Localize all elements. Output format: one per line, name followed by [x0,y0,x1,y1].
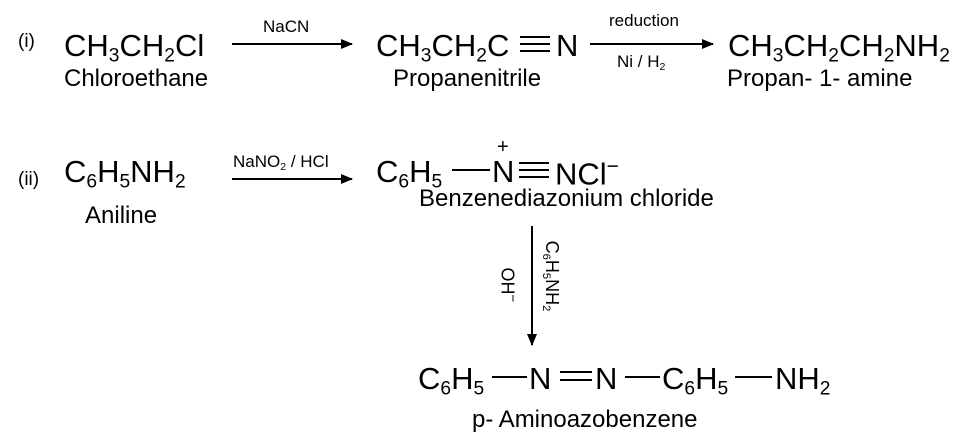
positive-charge: + [497,136,509,158]
diazonium-c6h5: C6H5 [376,154,443,193]
propan-1-amine-formula: CH3CH2CH2NH2 [728,28,950,67]
reagent-nacn: NaCN [263,17,310,36]
azo-nh2: NH2 [775,361,831,400]
reaction-i-index: (i) [18,31,35,52]
reagent-nano2-hcl: NaNO2 / HCl [233,152,329,173]
condition-reduction: reduction [609,11,679,30]
azo-c6h5-left: C6H5 [418,361,485,400]
chloroethane-name: Chloroethane [64,65,209,92]
propan-1-amine-name: Propan- 1- amine [727,65,913,92]
reagent-aniline-vertical: C6H5NH2 [539,240,562,312]
propanenitrile-name: Propanenitrile [393,65,542,92]
triple-bond-cn [520,36,550,52]
condition-ni-h2: Ni / H2 [617,52,666,73]
reagent-hydroxide-vertical: OH− [497,267,521,303]
aniline-formula: C6H5NH2 [64,154,186,193]
nitrile-nitrogen: N [556,28,579,63]
azo-n-left: N [529,361,552,396]
diazonium-ncl: NCl− [555,155,619,192]
azo-n-right: N [595,361,618,396]
triple-bond-nn [519,162,549,178]
diazonium-n-plus: N [492,154,515,189]
chloroethane-formula: CH3CH2Cl [64,28,205,67]
benzenediazonium-chloride-name: Benzenediazonium chloride [419,185,714,212]
p-aminoazobenzene-name: p- Aminoazobenzene [472,406,698,433]
azo-c6h5-right: C6H5 [662,361,729,400]
aniline-name: Aniline [85,202,158,229]
reaction-ii-index: (ii) [18,169,40,190]
double-bond-nn [560,371,592,381]
propanenitrile-formula: CH3CH2C [376,28,510,67]
